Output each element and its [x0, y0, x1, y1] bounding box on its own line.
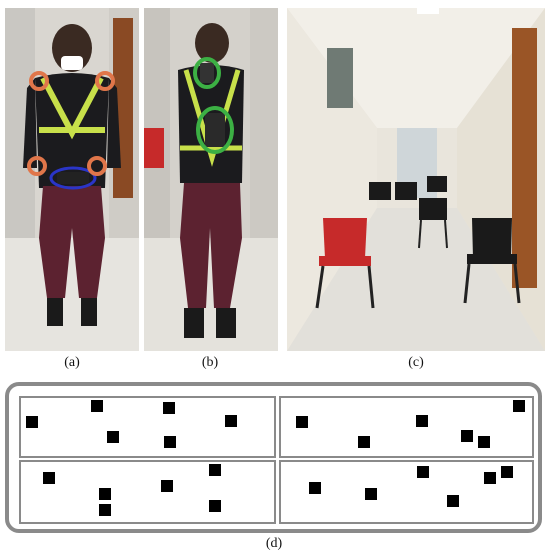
lane-bottom-right	[279, 460, 534, 524]
marker	[107, 431, 119, 443]
marker	[91, 400, 103, 412]
marker	[296, 416, 308, 428]
marker	[163, 402, 175, 414]
marker	[513, 400, 525, 412]
marker	[309, 482, 321, 494]
photo-front-view	[5, 8, 139, 351]
corridor-layout-diagram	[5, 382, 542, 533]
caption-a: (a)	[64, 355, 80, 370]
marker	[43, 472, 55, 484]
marker	[501, 466, 513, 478]
marker	[447, 495, 459, 507]
marker	[161, 480, 173, 492]
marker	[26, 416, 38, 428]
person-back-with-sensors-icon	[144, 8, 278, 351]
caption-c: (c)	[408, 355, 424, 370]
caption-d: (d)	[265, 536, 283, 551]
caption-b: (b)	[201, 355, 219, 370]
marker	[209, 500, 221, 512]
marker	[417, 466, 429, 478]
marker	[99, 504, 111, 516]
marker	[365, 488, 377, 500]
marker	[209, 464, 221, 476]
lane-top-right	[279, 396, 534, 458]
corridor-with-chairs-icon	[287, 8, 545, 351]
photo-back-view	[144, 8, 278, 351]
lane-bottom-left	[19, 460, 276, 524]
marker	[99, 488, 111, 500]
marker	[416, 415, 428, 427]
marker	[484, 472, 496, 484]
person-front-with-sensors-icon	[5, 8, 139, 351]
marker	[358, 436, 370, 448]
lane-top-left	[19, 396, 276, 458]
photo-corridor	[287, 8, 545, 351]
marker	[478, 436, 490, 448]
marker	[225, 415, 237, 427]
marker	[461, 430, 473, 442]
marker	[164, 436, 176, 448]
